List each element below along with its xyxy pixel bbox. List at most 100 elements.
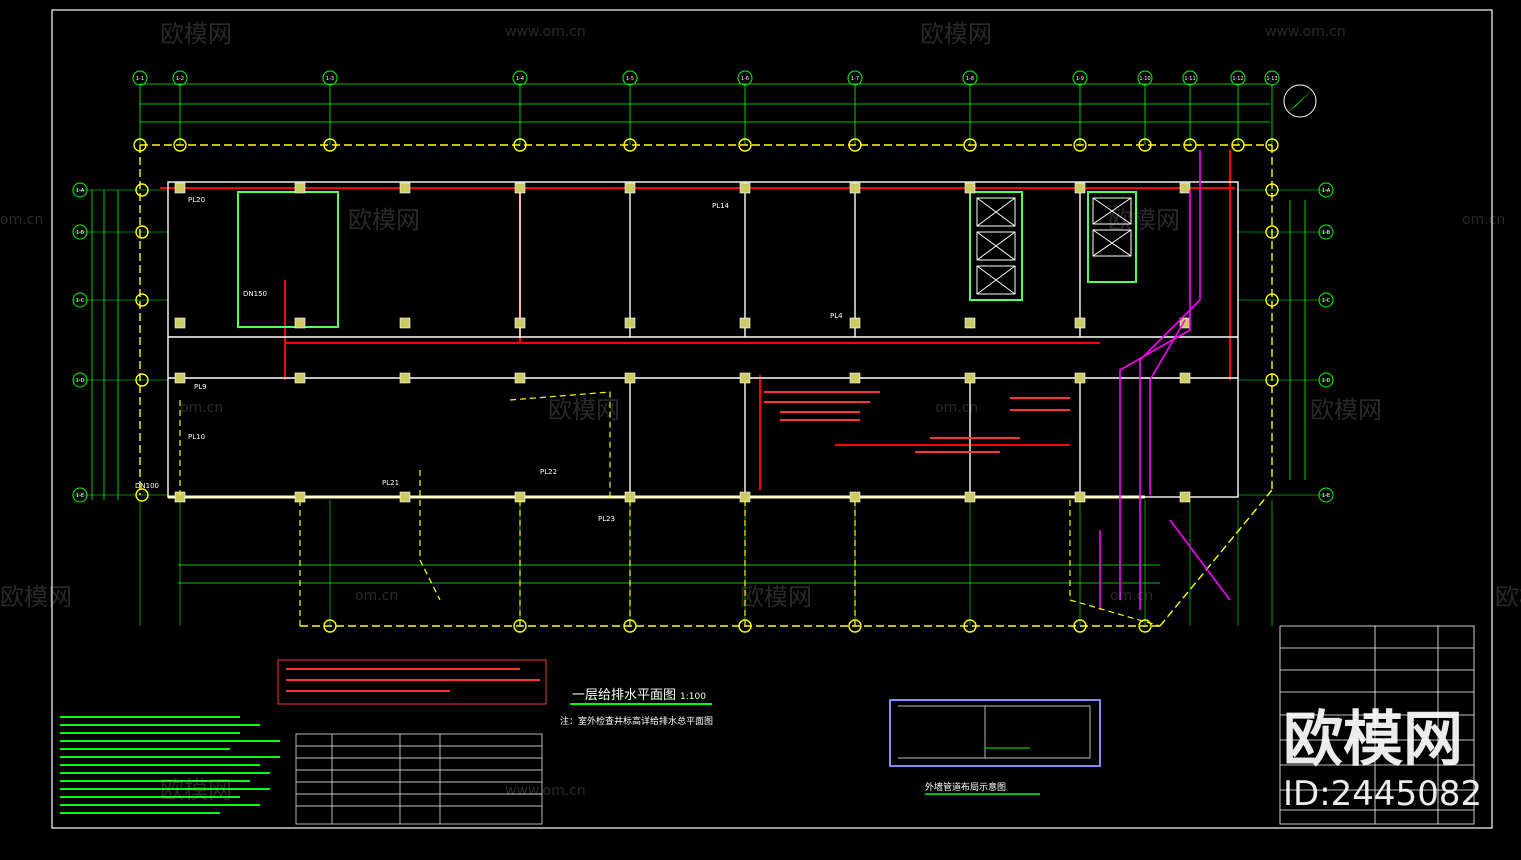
- grid-bubble-label: 1-B: [1322, 230, 1331, 236]
- grid-bubble-label: 1-4: [516, 76, 524, 82]
- structural-column: [1179, 491, 1191, 503]
- drain-pipes: [1099, 150, 1231, 610]
- grid-bubble-label: 1-B: [76, 230, 85, 236]
- structural-column: [739, 182, 751, 194]
- grid-bubble-label: 1-D: [1322, 378, 1331, 384]
- grid-bubble: [1073, 138, 1087, 152]
- grid-bubble-label: 1-6: [741, 76, 749, 82]
- grid-bubble-label: 1-C: [76, 298, 85, 304]
- structural-column: [294, 182, 306, 194]
- structural-column: [1074, 317, 1086, 329]
- structural-column: [399, 317, 411, 329]
- grid-bubble-label: 1-10: [1139, 76, 1150, 82]
- watermark-site-short: om.cn: [1110, 588, 1153, 604]
- structural-column: [1074, 182, 1086, 194]
- structural-column: [739, 372, 751, 384]
- structural-column: [514, 182, 526, 194]
- axis-perimeter: [139, 144, 1273, 627]
- building-walls: [167, 181, 1239, 498]
- structural-column: [964, 182, 976, 194]
- grid-bubble: [72, 224, 88, 240]
- structural-column: [624, 182, 636, 194]
- structural-column: [174, 182, 186, 194]
- grid-bubble: [962, 70, 978, 86]
- watermark-site: www.om.cn: [1265, 24, 1346, 40]
- grid-bubble-label: 1-1: [136, 76, 144, 82]
- watermark-brand: 欧模网: [160, 776, 232, 804]
- detail-inset: [889, 699, 1101, 767]
- grid-bubble: [1318, 224, 1334, 240]
- design-notes-block: [60, 716, 280, 814]
- watermark-site-short: om.cn: [180, 400, 223, 416]
- elevator-boxes: [976, 197, 1132, 295]
- structural-column: [739, 317, 751, 329]
- grid-bubble: [1072, 70, 1088, 86]
- annotation-boxes: [277, 659, 547, 705]
- structural-column: [514, 317, 526, 329]
- grid-bubble-label: 1-A: [1322, 188, 1331, 194]
- drawing-frame: [51, 9, 1493, 829]
- grid-bubble-label: 1-A: [76, 188, 85, 194]
- grid-bubble: [135, 293, 149, 307]
- structural-column: [849, 182, 861, 194]
- tag-pl10: PL10: [188, 433, 205, 441]
- watermark-brand: 欧模网: [160, 20, 232, 48]
- tag-pl23: PL23: [598, 515, 615, 523]
- grid-bubble-label: 1-3: [326, 76, 334, 82]
- structural-column: [1179, 372, 1191, 384]
- grid-bubble: [1264, 70, 1280, 86]
- watermark-brand-large: 欧模网: [1283, 705, 1463, 775]
- grid-bubble: [322, 70, 338, 86]
- tag-dn150: DN150: [243, 290, 267, 298]
- watermark-brand: 欧模网: [1108, 206, 1180, 234]
- structural-column: [294, 317, 306, 329]
- grid-bubble-label: 1-C: [1322, 298, 1331, 304]
- grid-bubble-label: 1-12: [1232, 76, 1243, 82]
- grid-bubble: [1137, 70, 1153, 86]
- watermark-id: ID:2445082: [1283, 774, 1482, 814]
- tag-pl20: PL20: [188, 196, 205, 204]
- grid-bubble-label: 1-E: [1322, 493, 1330, 499]
- grid-bubble: [135, 488, 149, 502]
- watermark-site-short: om.cn: [935, 400, 978, 416]
- legend-table: [295, 733, 543, 825]
- bottom-dimension-chain: [178, 564, 1160, 584]
- grid-bubble: [622, 70, 638, 86]
- grid-bubble: [1230, 70, 1246, 86]
- grid-bubble: [1318, 487, 1334, 503]
- tag-dn100: DN100: [135, 482, 159, 490]
- structural-column: [964, 372, 976, 384]
- grid-bubble: [72, 292, 88, 308]
- annotation-text-lines: [286, 391, 1070, 692]
- grid-bubble: [135, 183, 149, 197]
- watermark-site: www.om.cn: [505, 783, 586, 799]
- structural-column: [624, 317, 636, 329]
- detail-label: 外墙管道布局示意图: [925, 781, 1006, 793]
- left-dimension-chain: [91, 190, 119, 500]
- structural-column: [964, 491, 976, 503]
- grid-bubble: [1265, 225, 1279, 239]
- grid-bubble: [72, 182, 88, 198]
- structural-column: [1074, 372, 1086, 384]
- grid-bubble: [738, 138, 752, 152]
- tag-pl9: PL9: [194, 383, 207, 391]
- structural-column: [964, 317, 976, 329]
- grid-bubble-label: 1-2: [176, 76, 184, 82]
- watermark-site-short: om.cn: [355, 588, 398, 604]
- structural-column: [1179, 182, 1191, 194]
- structural-column: [294, 372, 306, 384]
- watermark-brand: 欧模网: [548, 396, 620, 424]
- title-block: [1279, 625, 1475, 825]
- structural-column: [1074, 491, 1086, 503]
- grid-bubble-label: 1-7: [851, 76, 859, 82]
- drain-branches: [179, 391, 1161, 627]
- grid-bubble: [135, 225, 149, 239]
- grid-bubble: [135, 373, 149, 387]
- grid-bubble: [847, 70, 863, 86]
- tag-pl14: PL14: [712, 202, 730, 210]
- watermark-brand: 欧模网: [348, 206, 420, 234]
- drawing-scale: 1:100: [680, 692, 706, 702]
- drawing-title: 一层给排水平面图: [572, 688, 676, 703]
